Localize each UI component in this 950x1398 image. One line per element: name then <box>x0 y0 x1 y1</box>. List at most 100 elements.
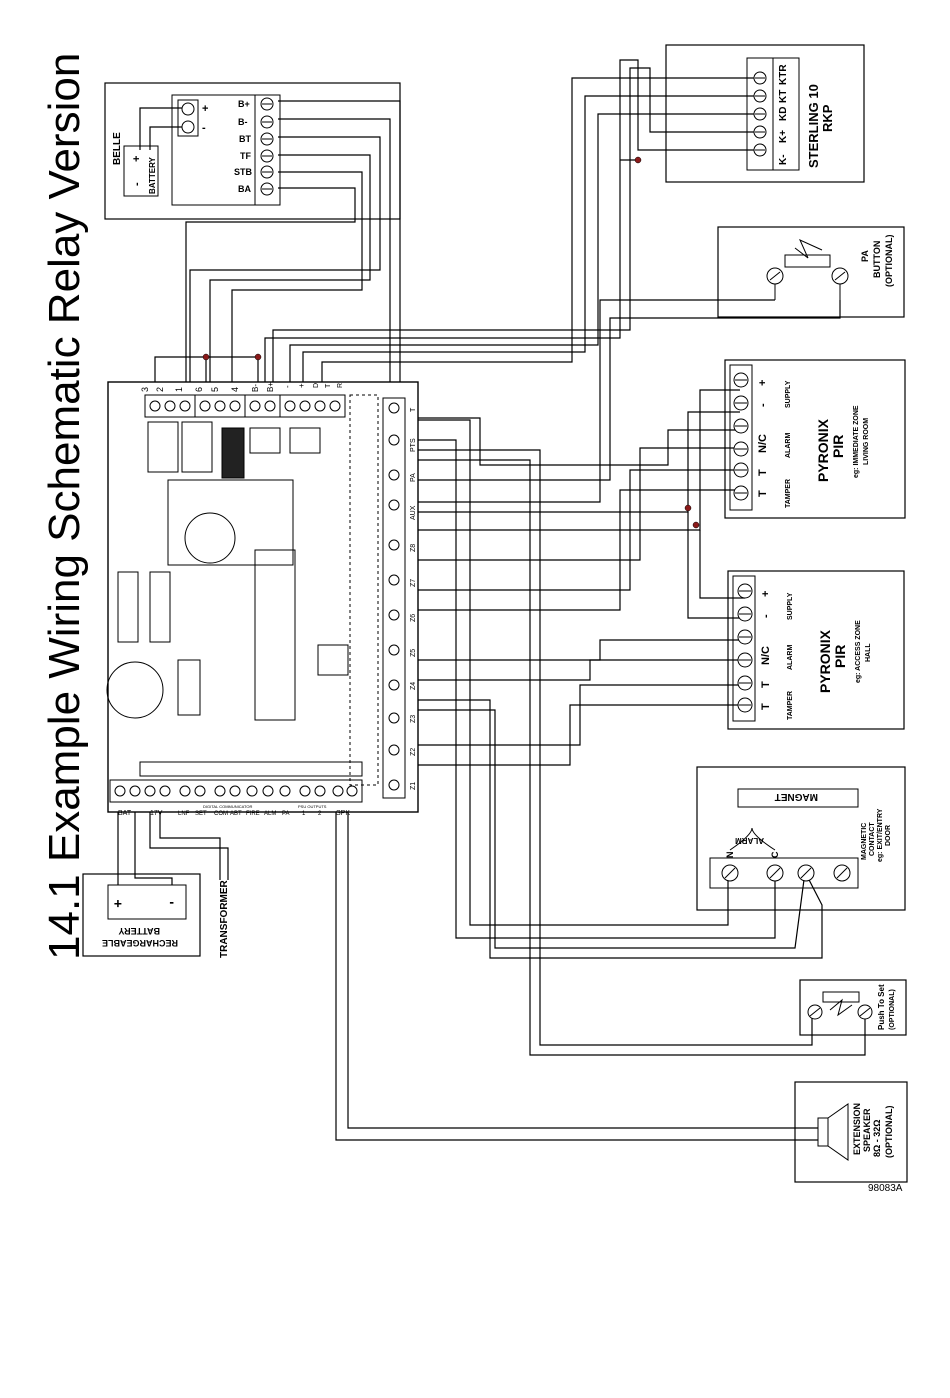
pir1-note2: LIVING ROOM <box>863 418 870 465</box>
keypad-term-kd: KD <box>778 107 789 121</box>
wire-pir1-tamper-b <box>402 489 740 611</box>
pir-hall-screws <box>737 583 753 713</box>
wire-magnet-tamper-a <box>402 709 806 949</box>
drawing-reference: 98083A <box>868 1183 903 1194</box>
pcb-bottom-screws <box>114 785 358 797</box>
pcb-bottom-1: 1 <box>302 811 306 817</box>
wire-magnet-c <box>402 439 776 939</box>
magnet-contact-label2: CONTACT <box>869 822 876 856</box>
wire-keypad-ktr <box>321 77 760 395</box>
junction-dot <box>684 504 692 512</box>
magnet-contact-label3: eg: EXIT/ENTRY <box>877 808 884 862</box>
wire-keypad-kt <box>302 95 760 395</box>
wire-push-set-a <box>402 449 813 1046</box>
pir1-note: eg: IMMEDIATE ZONE <box>853 405 860 478</box>
magnet-box: MAGNET ALARM N C MAGNETIC CONTACT eg: EX… <box>696 766 906 911</box>
wire-pir1-nc-a <box>402 417 740 466</box>
pcb-bottom-bat: BAT <box>118 810 132 817</box>
pa-button-label: PA <box>860 250 870 262</box>
belle-term-ba: BA <box>238 184 251 194</box>
wire-junctions <box>202 156 700 529</box>
magnet-label: MAGNET <box>775 791 818 802</box>
wire-pir1-supply-minus <box>402 411 740 513</box>
pcb-top-r: R <box>337 383 344 388</box>
pcb-bottom-set: SET <box>195 811 207 817</box>
wire-pir1-nc-b <box>402 447 740 561</box>
pcb-bottom-com: COM <box>214 811 228 817</box>
rechargeable-battery-box: + - RECHARGEABLE BATTERY <box>82 873 201 957</box>
pcb-right-z1: Z1 <box>410 782 417 790</box>
pcb-bottom-fire: FIRE <box>246 811 260 817</box>
wire-magnet-n <box>402 419 729 926</box>
pcb-bottom-alm: ALM <box>264 811 276 817</box>
pir1-model: PIR <box>830 435 846 458</box>
pcb-bottom-lnf: LNF <box>178 811 190 817</box>
pir2-term-minus: - <box>760 614 772 618</box>
belle-term-stb: STB <box>234 167 253 177</box>
pir1-term-plus: + <box>757 380 769 386</box>
pcb-right-z6: Z6 <box>410 614 417 622</box>
belle-battery-label: BATTERY <box>148 156 157 194</box>
pcb-right-z2: Z2 <box>410 748 417 756</box>
pir2-term-plus: + <box>760 591 772 597</box>
transformer: TRANSFORMER <box>219 879 230 958</box>
pcb-top-bminus: B- <box>251 384 260 392</box>
wire-belle-tf <box>209 154 371 395</box>
pa-button-label2: BUTTON <box>872 241 882 278</box>
push-to-set-label2: (OPTIONAL) <box>889 989 896 1030</box>
wire-speaker-a <box>347 812 820 1129</box>
keypad-terminal-screws <box>753 71 767 157</box>
pir1-group-tamper: TAMPER <box>785 479 792 508</box>
pcb-bottom-2: 2 <box>318 811 322 817</box>
pir2-group-supply: SUPPLY <box>787 592 794 620</box>
pcb-top-1: 1 <box>174 387 184 392</box>
belle-plus: + <box>202 103 208 115</box>
pcb-top-2: 2 <box>155 387 165 392</box>
wire-keypad-kd <box>289 113 760 395</box>
junction-dot <box>202 353 210 361</box>
wire-transformer-a <box>149 812 229 880</box>
pir1-group-alarm: ALARM <box>785 433 792 458</box>
pcb-right-z7: Z7 <box>410 579 417 587</box>
pcb-bottom-abt: ABT <box>230 811 242 817</box>
magnet-alarm-label: ALARM <box>735 836 764 845</box>
control-pcb <box>106 381 419 813</box>
speaker-icon <box>817 1117 829 1147</box>
pcb-right-screws <box>388 402 400 791</box>
keypad-box: K- K+ KD KT KTR STERLING 10 RKP <box>665 44 865 183</box>
pir1-term-nc: N/C <box>757 434 769 453</box>
junction-dot <box>634 156 642 164</box>
pcb-bottom-pa: PA <box>282 811 290 817</box>
wire-belle-ba <box>185 187 356 395</box>
pcb-bottom-spk: SPK <box>336 810 350 817</box>
wire-push-set-b <box>402 459 866 1056</box>
belle-battery <box>123 145 159 197</box>
push-to-set-label: Push To Set <box>877 984 886 1030</box>
magnet-contact-label: MAGNETIC <box>861 823 868 860</box>
wire-belle-battery-minus <box>149 126 188 150</box>
wire-battery-minus <box>134 812 173 885</box>
wire-magnet-tamper-b <box>402 699 823 959</box>
speaker-label3: 8Ω - 32Ω <box>872 1120 882 1157</box>
pcb-right-z8: Z8 <box>410 544 417 552</box>
wire-pir2-nc-b <box>402 659 745 681</box>
pcb-top-4: 4 <box>230 387 240 392</box>
belle-battery-minus: - <box>131 182 143 186</box>
pir1-name: PYRONIX <box>815 418 831 482</box>
pir1-group-supply: SUPPLY <box>785 380 792 408</box>
wires <box>117 59 866 1141</box>
wire-belle-stb <box>231 171 363 395</box>
wire-keypad-kplus <box>272 67 760 395</box>
belle-term-bminus: B- <box>238 117 248 127</box>
pa-button-box: PA BUTTON (OPTIONAL) <box>717 226 905 318</box>
speaker-label: EXTENSION <box>852 1103 862 1155</box>
magnet-contact-label4: DOOR <box>885 825 892 846</box>
pcb-top-minus: - <box>283 385 292 388</box>
pcb-top-plus: + <box>297 383 306 388</box>
wire-pir2-supply-minus <box>687 512 745 619</box>
pir1-term-minus: - <box>757 403 769 407</box>
wire-pir1-supply-plus <box>402 389 740 531</box>
belle-terminal-screws <box>260 97 274 196</box>
battery-minus: - <box>169 896 174 912</box>
